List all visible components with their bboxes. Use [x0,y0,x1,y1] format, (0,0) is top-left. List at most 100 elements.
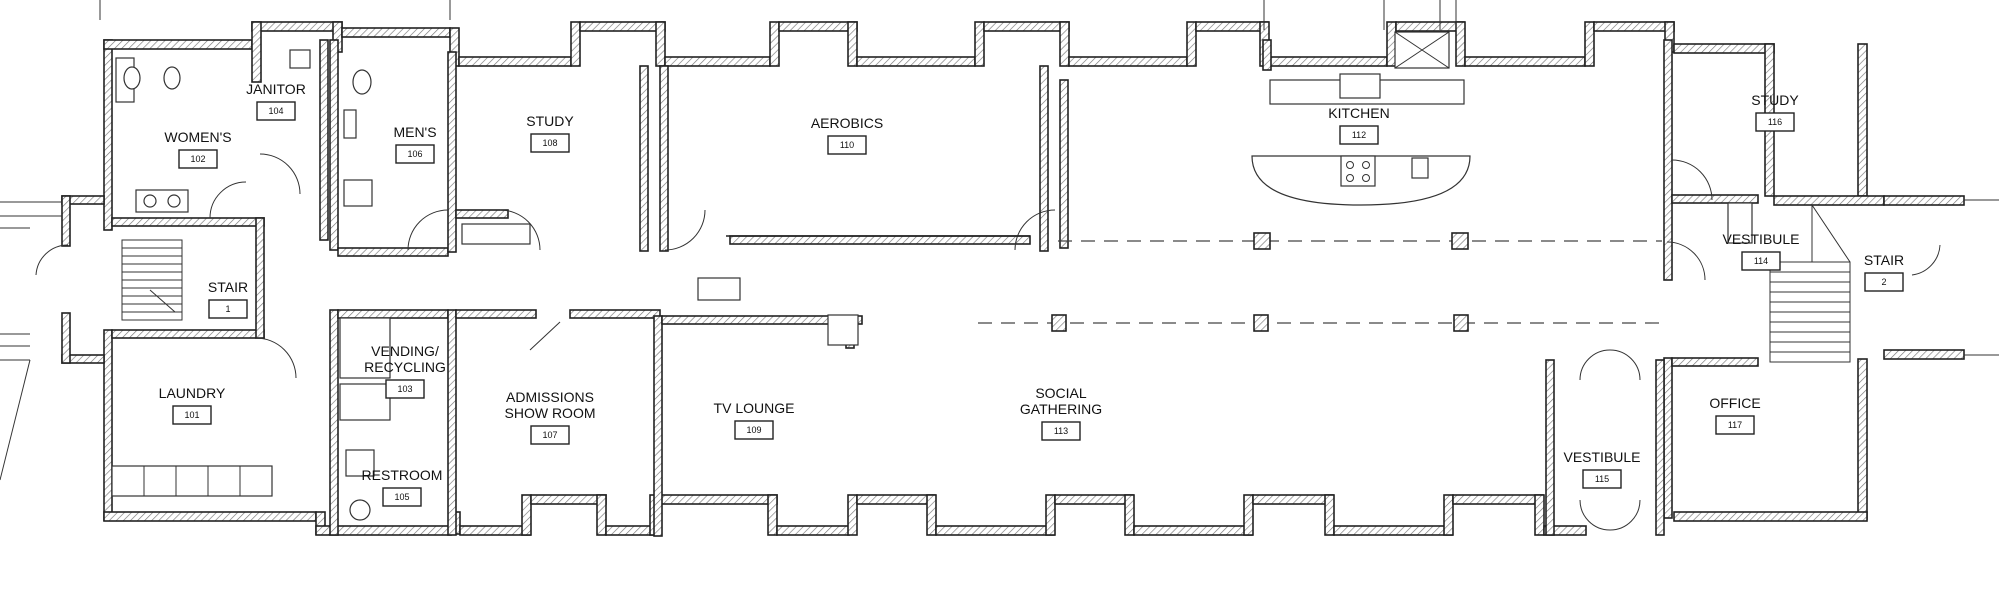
counter-icon [697,277,741,301]
room-number: 1 [225,304,230,314]
sink-icon [289,49,311,69]
column [1253,232,1271,250]
stair-1-treads [121,239,183,321]
urinal-icon [343,109,357,139]
room-name: JANITOR [246,81,306,97]
room-number: 112 [1352,130,1366,140]
room-number: 117 [1728,420,1742,430]
interior-walls [111,39,1759,537]
room-number: 108 [542,138,557,148]
toilet-icon [163,66,181,90]
vestibule-stair-landing [1727,202,1753,244]
room-number-tag [1582,469,1622,489]
room-label-study-108: STUDY 108 [526,113,574,153]
room-label-aerobics: AEROBICS 110 [811,115,883,155]
exterior-walls [61,21,1965,536]
toilet-icon [123,66,141,90]
column [1451,232,1469,250]
room-number: 114 [1754,256,1768,266]
room-label-tv-lounge: TV LOUNGE 109 [714,400,795,440]
room-number-tag [1715,415,1755,435]
room-name: RECYCLING [364,359,446,375]
stair-2-treads [1769,204,1851,363]
room-number-tag [1864,272,1904,292]
door-swings [35,153,1941,531]
sink-icon [343,179,373,207]
room-label-laundry: LAUNDRY 101 [159,385,226,425]
room-number-tag [385,379,425,399]
room-number: 110 [840,140,854,150]
room-number: 115 [1595,474,1609,484]
room-name: SOCIAL [1035,385,1087,401]
room-name: MEN'S [393,124,436,140]
room-name: STUDY [526,113,574,129]
room-name: RESTROOM [362,467,443,483]
room-label-kitchen: KITCHEN 112 [1328,105,1390,145]
room-label-janitor: JANITOR 104 [246,81,306,121]
room-number-tag [1339,125,1379,145]
room-label-stair-2: STAIR 2 [1864,252,1904,292]
room-number: 106 [407,149,422,159]
room-number-tag [172,405,212,425]
room-number: 104 [268,106,283,116]
room-label-vestibule-115: VESTIBULE 115 [1563,449,1641,489]
room-number-tag [178,149,218,169]
column [1453,314,1469,332]
room-number: 109 [746,425,761,435]
room-number-tag [382,487,422,507]
toilet-icon [352,69,372,95]
kitchen-sink-icon [1339,73,1381,99]
toilet-icon [349,499,371,521]
room-name: ADMISSIONS [506,389,594,405]
room-label-stair-1: STAIR 1 [208,279,248,319]
room-number-tag [395,144,435,164]
column [1253,314,1269,332]
room-name: STAIR [208,279,248,295]
room-number-tag [530,133,570,153]
room-number: 2 [1881,277,1886,287]
room-label-mens: MEN'S 106 [393,124,437,164]
room-label-womens: WOMEN'S 102 [164,129,232,169]
room-number-tag [734,420,774,440]
column-grid [978,232,1662,332]
room-number: 116 [1768,117,1782,127]
room-number: 102 [190,154,205,164]
room-number-tag [1041,421,1081,441]
fixtures [111,31,1753,521]
room-number-tag [1741,251,1781,271]
room-number-tag [530,425,570,445]
room-label-vestibule-114: VESTIBULE 114 [1722,231,1800,271]
room-number: 103 [397,384,412,394]
vending-icon [339,383,391,421]
room-name: AEROBICS [811,115,883,131]
sink-icon [461,223,531,245]
vending-icon [339,317,391,379]
room-name: GATHERING [1020,401,1102,417]
room-name: TV LOUNGE [714,400,795,416]
room-name: VESTIBULE [1722,231,1799,247]
cooktop-icon [1340,155,1376,187]
room-name: STAIR [1864,252,1904,268]
room-label-vending: VENDING/RECYCLING 103 [364,343,446,399]
island-sink-icon [1411,157,1429,179]
room-name: LAUNDRY [159,385,226,401]
site-lines [0,0,1999,481]
room-label-restroom: RESTROOM 105 [362,467,443,507]
room-name: OFFICE [1709,395,1760,411]
room-name: VESTIBULE [1563,449,1640,465]
laundry-machines [111,465,273,497]
room-name: KITCHEN [1328,105,1389,121]
room-name: WOMEN'S [164,129,231,145]
room-number: 105 [394,492,409,502]
appliance-icon [827,314,859,346]
room-name: SHOW ROOM [505,405,596,421]
room-number-tag [827,135,867,155]
room-number-tag [1755,112,1795,132]
room-name: VENDING/ [371,343,439,359]
room-number: 101 [184,410,199,420]
